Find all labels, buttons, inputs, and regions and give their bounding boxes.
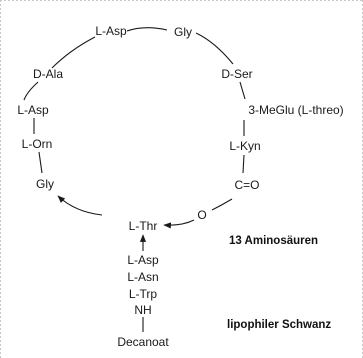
note-lipophilic-tail: lipophiler Schwanz: [227, 319, 331, 331]
residue-d-ala: D-Ala: [33, 67, 63, 81]
carbonyl-group: C=O: [234, 178, 259, 192]
tail-nh: NH: [134, 303, 151, 317]
tail-trp: L-Trp: [129, 287, 158, 301]
tail-decanoate: Decanoat: [117, 335, 169, 349]
bond-ala-asp: [23, 81, 39, 101]
residue-d-ser: D-Ser: [221, 67, 252, 81]
residue-thr: L-Thr: [129, 219, 158, 233]
peptide-arrow-gly-thr: [57, 195, 103, 216]
residue-asp-top: L-Asp: [95, 24, 127, 38]
residue-orn: L-Orn: [22, 137, 53, 151]
ester-oxygen: O: [197, 208, 206, 222]
residue-kyn: L-Kyn: [229, 139, 260, 153]
tail-asn: L-Asn: [127, 270, 158, 284]
residue-gly-bottom: Gly: [36, 177, 54, 191]
bond-kyn-co: [242, 154, 245, 174]
bond-gly-ser: [195, 32, 234, 65]
residue-gly-top: Gly: [174, 25, 192, 39]
bond-orn-gly: [38, 151, 43, 174]
ester-arrow-o-thr: [163, 219, 195, 229]
residue-asp-left: L-Asp: [17, 103, 49, 117]
bond-ser-meglu: [239, 81, 246, 100]
note-amino-acids: 13 Aminosäuren: [229, 235, 318, 247]
bond-asp-ala: [51, 36, 96, 69]
residue-meglu: 3-MeGlu (L-threo): [248, 103, 343, 117]
tail-asp: L-Asp: [127, 253, 159, 267]
bond-co-o: [211, 198, 233, 211]
bond-asp-gly: [126, 27, 168, 32]
